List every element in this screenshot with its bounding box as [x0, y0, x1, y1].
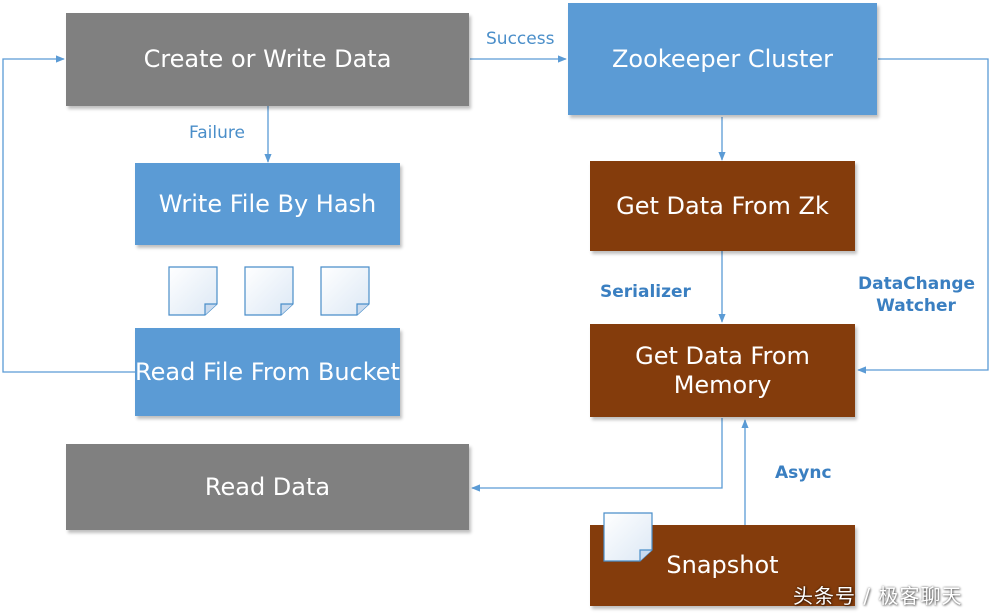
datachange-label-line1: DataChange — [858, 274, 976, 294]
failure-label: Failure — [189, 123, 245, 143]
write-file-label: Write File By Hash — [158, 189, 377, 218]
read-data-node: Read Data — [66, 444, 469, 530]
read-bucket-label: Read File From Bucket — [135, 357, 400, 386]
document-icon — [320, 266, 370, 316]
get-data-memory-label-2: Memory — [673, 370, 772, 399]
edge-memory-to-read — [471, 418, 723, 492]
create-write-data-node: Create or Write Data — [66, 13, 469, 106]
document-icon — [168, 266, 218, 316]
datachange-label-line2: Watcher — [876, 296, 956, 317]
read-data-label: Read Data — [204, 472, 331, 501]
edge-bucket-to-create — [2, 55, 136, 373]
zookeeper-cluster-label: Zookeeper Cluster — [611, 44, 834, 73]
read-bucket-node: Read File From Bucket — [135, 328, 400, 416]
write-file-node: Write File By Hash — [135, 163, 400, 245]
get-data-memory-label-1: Get Data From — [635, 341, 810, 370]
snapshot-label: Snapshot — [666, 551, 779, 580]
snapshot-node: Snapshot — [590, 525, 855, 606]
serializer-label: Serializer — [600, 282, 691, 302]
async-label: Async — [775, 463, 832, 483]
document-icon — [244, 266, 294, 316]
create-write-data-label: Create or Write Data — [143, 45, 392, 74]
get-data-zk-label: Get Data From Zk — [616, 191, 829, 220]
watermark-text: 头条号 / 极客聊天 — [793, 584, 963, 608]
success-label: Success — [486, 29, 555, 49]
edge-watcher — [857, 58, 989, 374]
document-icon — [603, 512, 653, 562]
get-data-zk-node: Get Data From Zk — [590, 161, 855, 251]
get-data-memory-node: Get Data From Memory — [590, 324, 855, 417]
zookeeper-cluster-node: Zookeeper Cluster — [568, 3, 877, 115]
datachange-watcher-label: DataChange Watcher — [858, 273, 976, 317]
